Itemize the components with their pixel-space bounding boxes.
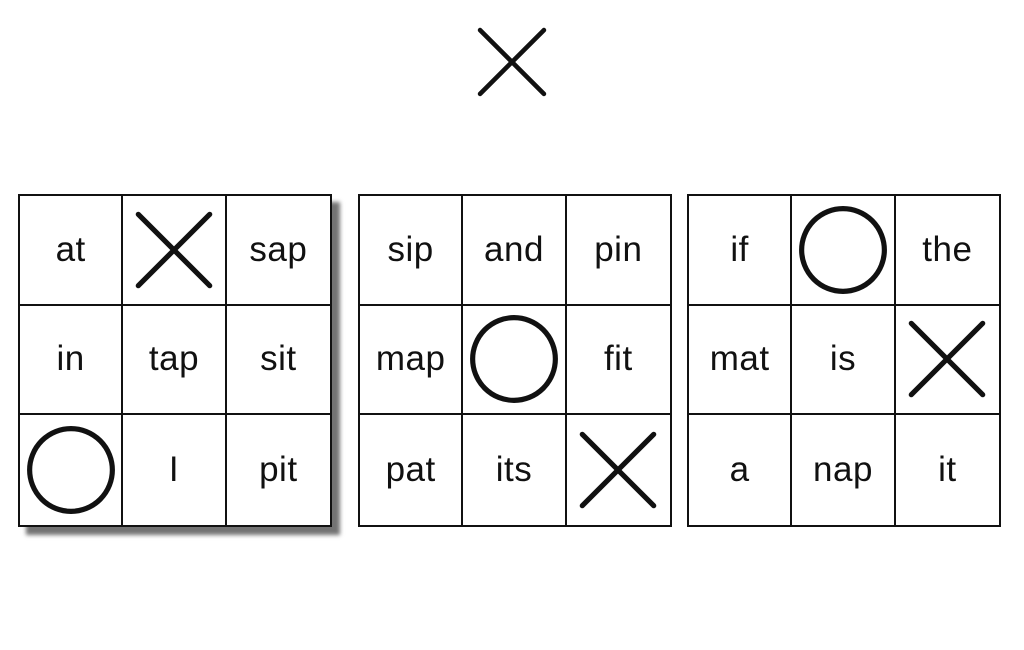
cell-word: mat xyxy=(709,339,770,379)
board-1-cell-1-3[interactable]: sap xyxy=(226,196,330,306)
board-2-cell-1-1[interactable]: sip xyxy=(360,196,464,306)
cell-word: it xyxy=(938,450,957,490)
board-3-cell-2-2[interactable]: is xyxy=(792,305,896,416)
board-3-cell-1-2 xyxy=(792,196,896,306)
board-2-cell-1-3[interactable]: pin xyxy=(566,196,670,306)
board-2-cell-2-1[interactable]: map xyxy=(360,305,464,416)
board-1-cell-3-1 xyxy=(20,415,124,525)
board-3-cell-3-2[interactable]: nap xyxy=(792,415,896,525)
cell-word: if xyxy=(730,229,749,269)
board-1-cell-2-1[interactable]: in xyxy=(20,305,124,416)
cell-word: pit xyxy=(259,450,298,490)
o-mark-icon xyxy=(26,426,115,515)
cell-word: tap xyxy=(148,339,200,379)
x-mark-icon xyxy=(477,27,547,97)
board-2-cell-3-3 xyxy=(567,415,670,525)
board-3-cell-1-3[interactable]: the xyxy=(895,196,999,306)
board-2-cell-3-2[interactable]: its xyxy=(463,415,567,525)
board-3: if the mat is a nap it xyxy=(687,194,1001,527)
cell-word: sap xyxy=(249,229,308,269)
o-mark-icon xyxy=(799,205,887,294)
cell-word: sip xyxy=(387,229,434,269)
cell-word: sit xyxy=(260,339,297,379)
board-3-cell-3-3[interactable]: it xyxy=(896,415,999,525)
cell-word: the xyxy=(922,229,973,269)
board-3-cell-2-1[interactable]: mat xyxy=(689,305,793,416)
board-1-cell-1-2 xyxy=(123,196,227,306)
board-2-cell-2-3[interactable]: fit xyxy=(566,306,670,416)
cell-word: nap xyxy=(813,450,873,490)
cell-word: in xyxy=(56,339,85,379)
board-1-cell-1-1[interactable]: at xyxy=(20,196,124,306)
x-mark-icon xyxy=(580,431,657,509)
board-3-cell-1-1[interactable]: if xyxy=(689,196,793,306)
x-mark-icon xyxy=(135,211,213,289)
cell-word: a xyxy=(729,450,750,490)
board-2-cell-2-2 xyxy=(463,305,567,416)
board-1-cell-3-3[interactable]: pit xyxy=(227,415,330,525)
board-2-cell-1-2[interactable]: and xyxy=(463,196,567,306)
cell-word: map xyxy=(375,339,446,379)
board-1-cell-2-3[interactable]: sit xyxy=(226,306,330,416)
board-2: sip and pin map fit pat its xyxy=(358,194,672,527)
x-mark-icon xyxy=(909,321,986,398)
cell-word: I xyxy=(168,450,180,490)
board-3-cell-3-1[interactable]: a xyxy=(689,415,793,525)
o-mark-icon xyxy=(470,315,558,404)
cell-word: at xyxy=(55,229,86,269)
board-1-cell-2-2[interactable]: tap xyxy=(123,305,227,416)
cell-word: pat xyxy=(385,450,436,490)
board-3-cell-2-3 xyxy=(895,306,999,416)
board-1-cell-3-2[interactable]: I xyxy=(123,415,227,525)
turn-indicator-x-icon xyxy=(470,20,554,104)
board-2-cell-3-1[interactable]: pat xyxy=(360,415,464,525)
cell-word: its xyxy=(495,450,533,490)
cell-word: pin xyxy=(594,229,643,269)
cell-word: is xyxy=(829,339,857,379)
cell-word: and xyxy=(484,229,544,269)
cell-word: fit xyxy=(603,339,633,379)
